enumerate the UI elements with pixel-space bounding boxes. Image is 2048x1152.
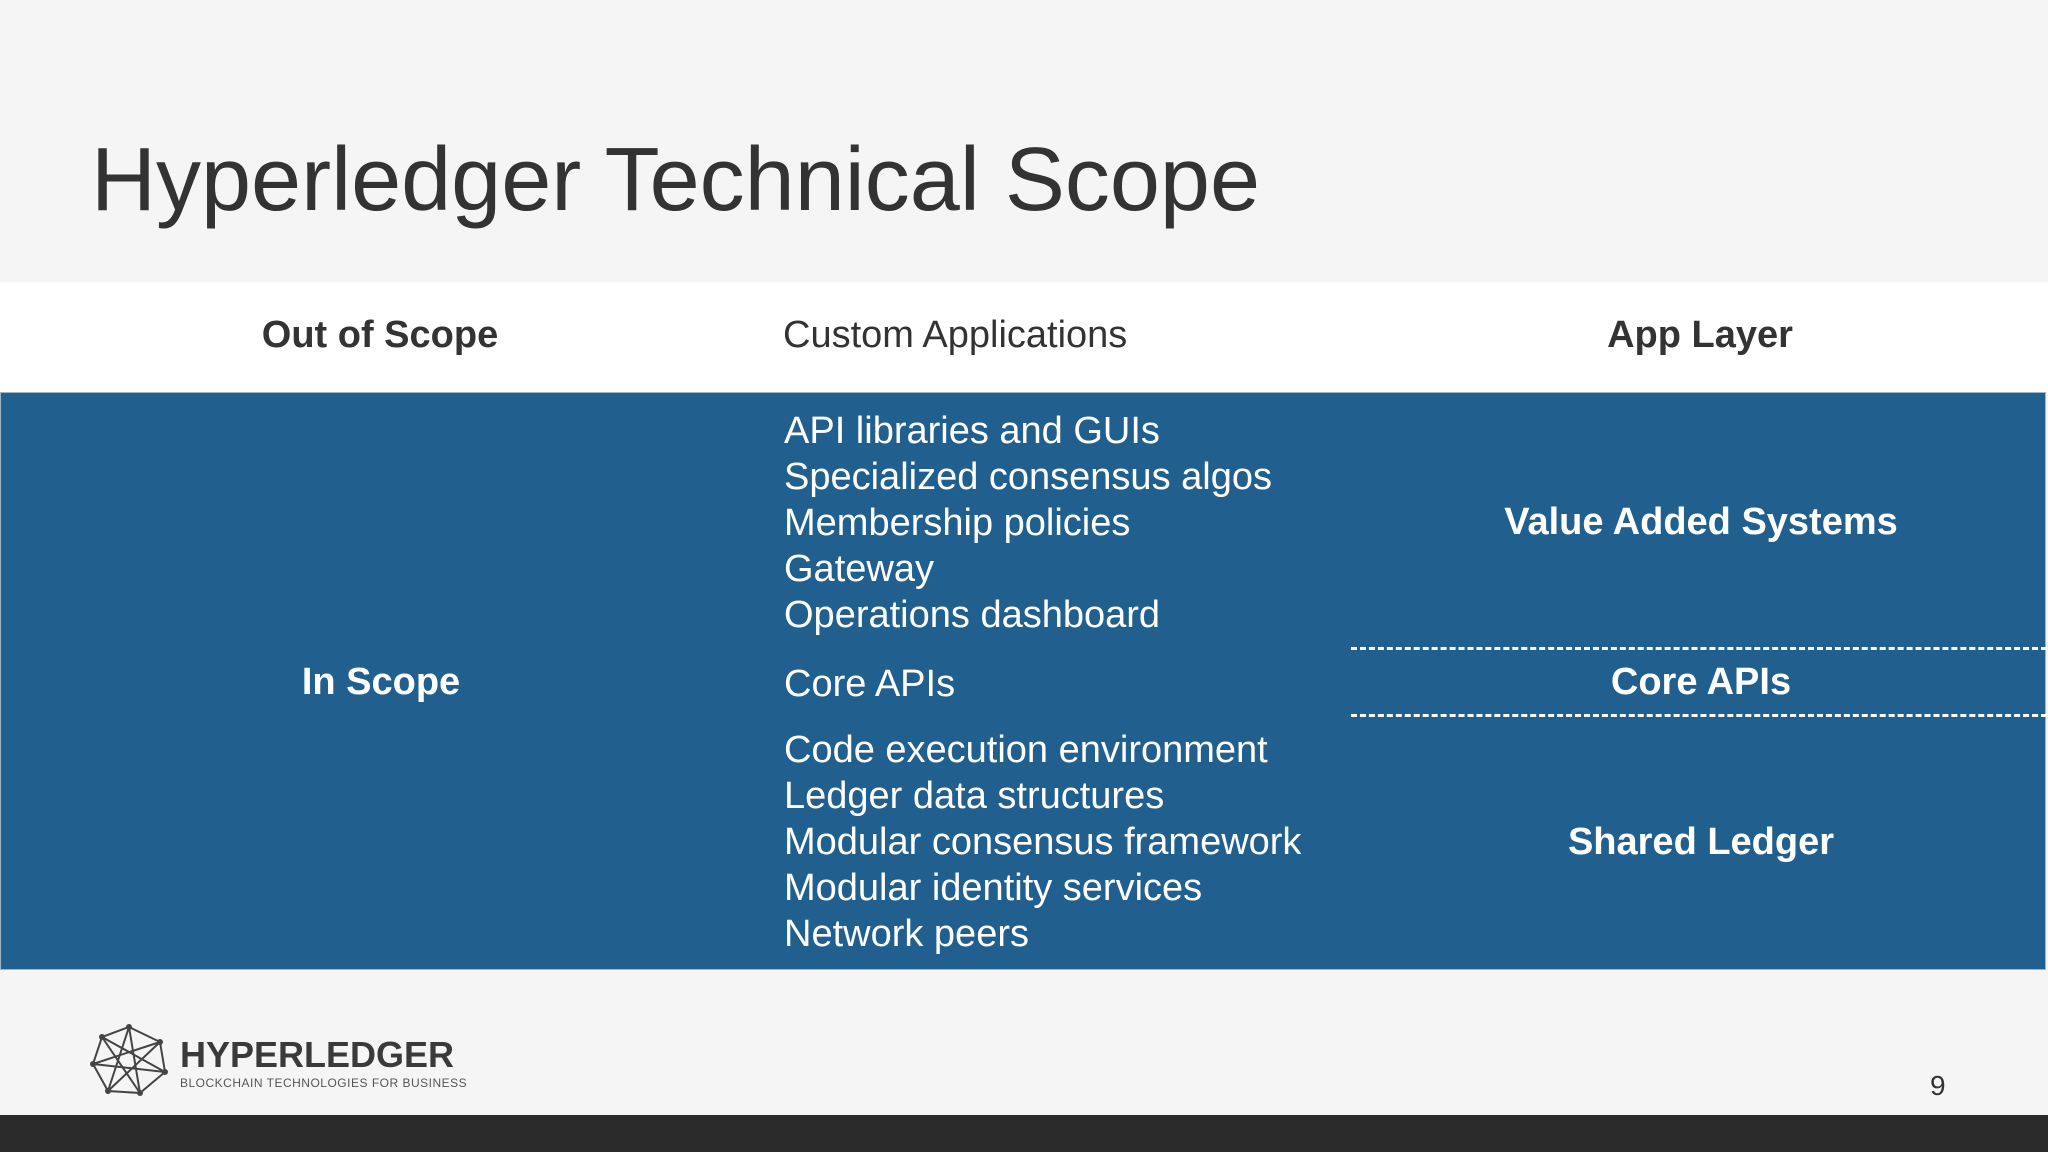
list-item: Operations dashboard [784, 594, 1161, 636]
bottom-bar [0, 1115, 2048, 1152]
slide-title: Hyperledger Technical Scope [91, 130, 1261, 230]
page-number: 9 [1930, 1070, 1946, 1101]
network-polyhedron-icon [90, 1024, 168, 1101]
value-added-component-list: API libraries and GUIs Specialized conse… [784, 408, 1272, 638]
out-of-scope-label: Out of Scope [261, 314, 499, 356]
list-item: Code execution environment [784, 729, 1268, 771]
list-item: Specialized consensus algos [784, 456, 1272, 498]
list-item: Core APIs [784, 663, 956, 705]
list-item: Ledger data structures [784, 775, 1165, 817]
value-added-systems-layer: Value Added Systems [1504, 501, 1898, 543]
core-component-list: Core APIs [784, 661, 955, 707]
list-item: Membership policies [784, 502, 1131, 544]
core-apis-layer: Core APIs [1610, 661, 1792, 703]
logo-tagline: BLOCKCHAIN TECHNOLOGIES FOR BUSINESS [180, 1075, 468, 1090]
app-layer-label: App Layer [1607, 314, 1793, 356]
header-row: Out of Scope Custom Applications App Lay… [0, 282, 2048, 392]
custom-applications-label: Custom Applications [783, 314, 1128, 356]
list-item: Modular identity services [784, 867, 1203, 909]
list-item: API libraries and GUIs [784, 410, 1160, 452]
logo-wordmark: HYPERLEDGER [180, 1033, 455, 1075]
in-scope-band: In Scope API libraries and GUIs Speciali… [0, 392, 2047, 970]
list-item: Modular consensus framework [784, 821, 1302, 863]
list-item: Gateway [784, 548, 934, 590]
hyperledger-logo: HYPERLEDGER BLOCKCHAIN TECHNOLOGIES FOR … [90, 1024, 467, 1101]
layer-divider [1351, 647, 2047, 650]
shared-ledger-component-list: Code execution environment Ledger data s… [784, 727, 1301, 957]
shared-ledger-layer: Shared Ledger [1567, 821, 1835, 863]
layer-divider [1351, 714, 2047, 717]
in-scope-label: In Scope [301, 661, 461, 703]
list-item: Network peers [784, 913, 1029, 955]
